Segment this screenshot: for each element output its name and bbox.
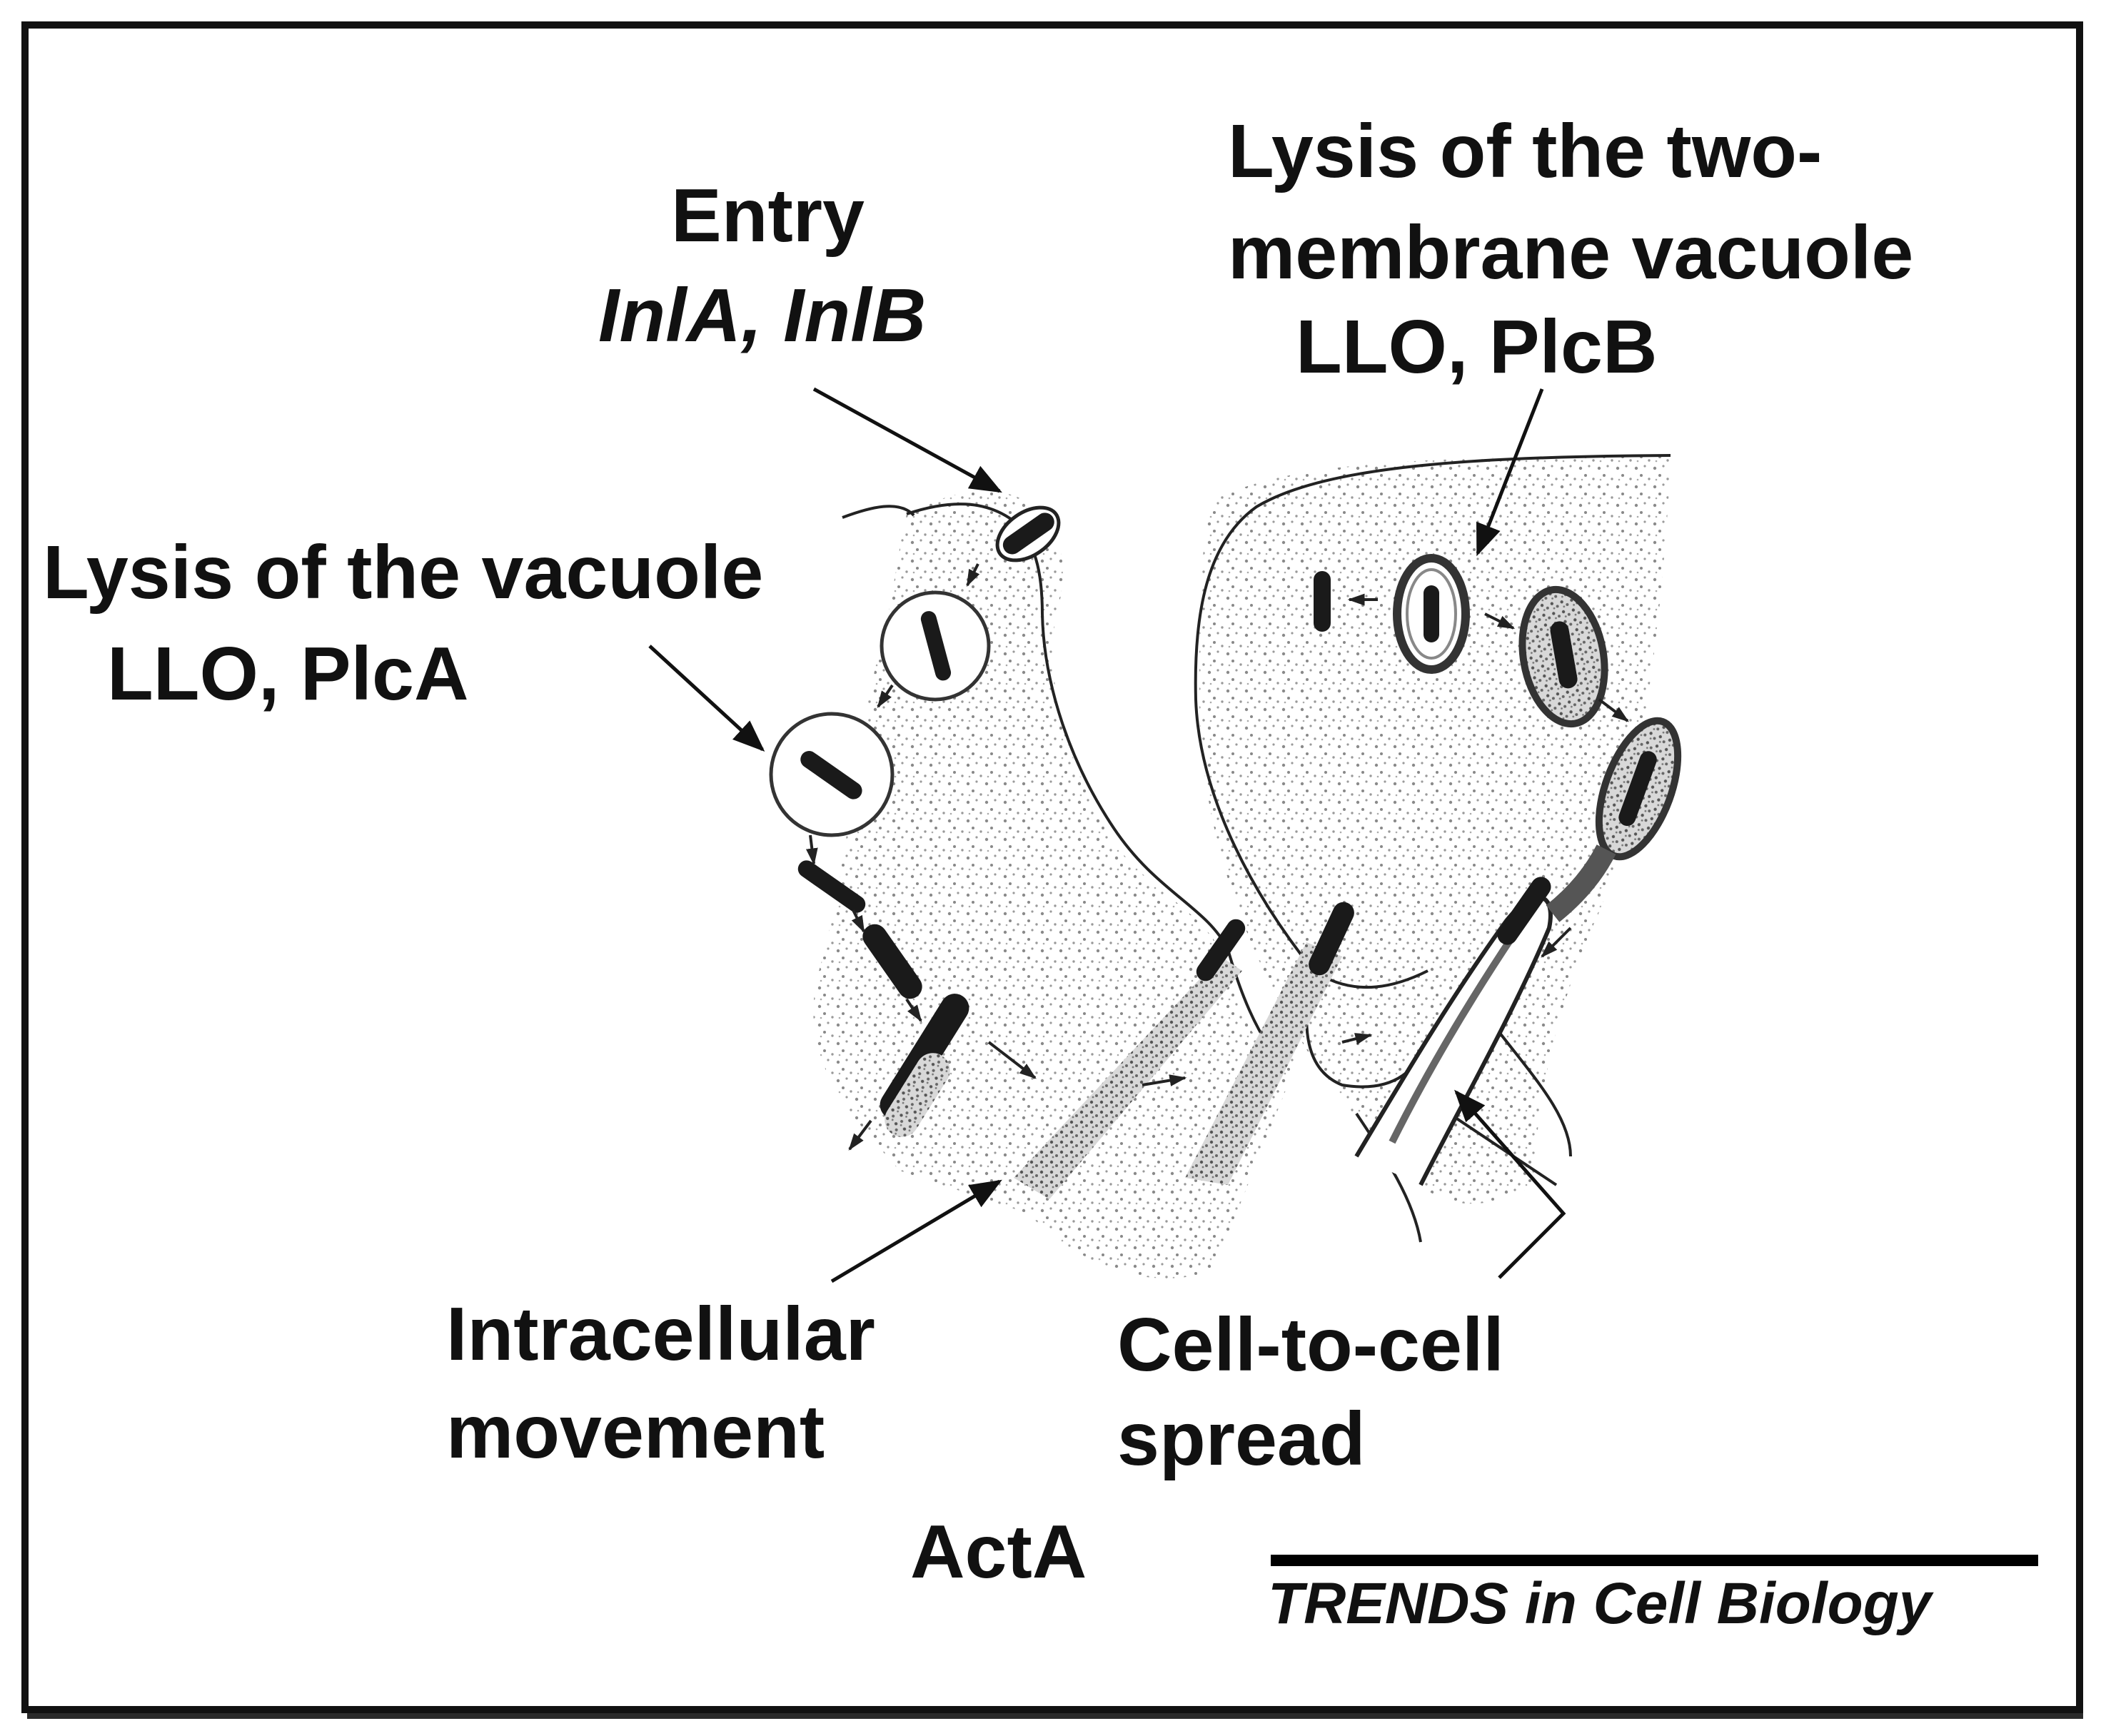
acta-label: ActA — [910, 1510, 1087, 1594]
cell-to-cell-spread-line2: spread — [1117, 1397, 1366, 1481]
credit-rule — [1271, 1555, 2038, 1566]
lysis-vacuole-label: Lysis of the vacuole — [43, 530, 764, 615]
lysis-vacuole-genes-label: LLO, PlcA — [107, 632, 469, 716]
cytoplasmic-bacteria — [797, 860, 969, 1137]
double-membrane-vacuoles — [1314, 554, 1682, 922]
actin-tail — [1014, 919, 1246, 1199]
entry-bacterium — [995, 505, 1061, 562]
cell-to-cell-spread-line1: Cell-to-cell — [1117, 1303, 1504, 1387]
protrusion — [1185, 877, 1553, 1186]
lysis-two-membrane-line2: membrane vacuole — [1228, 211, 1914, 295]
entry-label: Entry — [671, 173, 865, 258]
intracellular-movement-line1: Intracellular — [446, 1292, 875, 1376]
journal-credit: TRENDS in Cell Biology — [1268, 1571, 1932, 1636]
intracellular-movement-line2: movement — [446, 1390, 825, 1474]
process-arrows — [805, 563, 1629, 1151]
lysis-two-membrane-genes: LLO, PlcB — [1296, 305, 1658, 389]
entry-genes-label: InlA, InlB — [598, 273, 927, 358]
label-pointers — [648, 387, 1566, 1283]
vacuole-2 — [769, 712, 895, 837]
lysis-two-membrane-line1: Lysis of the two- — [1228, 109, 1823, 193]
vacuole-1 — [880, 590, 991, 702]
